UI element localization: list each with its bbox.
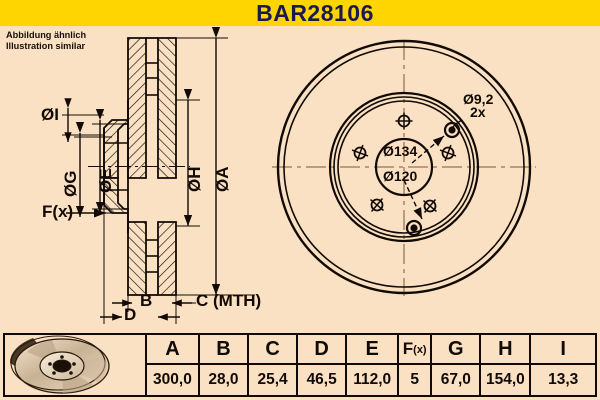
center-bore-circle [374,137,434,197]
table-header-f: F(x) [399,335,431,365]
disc-outer-circle [276,39,532,295]
table-column-i: I 13,3 [531,335,595,395]
table-header-c: C [248,335,297,365]
label-hole-dia: Ø9,2 [463,91,494,107]
label-f-x: F(x) [42,202,74,221]
hat-ring-inner [337,100,471,234]
table-header-f-sub: (x) [413,344,427,356]
label-hole-count: 2x [470,104,486,120]
label-dia-i: ØI [41,105,59,124]
table-header-i: I [531,335,595,365]
dimension-dia-a [176,26,255,296]
specification-table: A 300,0 B 28,0 C 25,4 D 46,5 E 112,0 F(x… [3,333,597,397]
table-value-h: 154,0 [485,371,525,388]
leader-dia-120 [403,179,423,220]
disc-section-upper [127,37,177,179]
face-view [272,39,536,296]
table-header-h: H [481,335,530,365]
brake-disc-thumbnail [5,335,147,395]
table-value-i: 13,3 [548,371,579,388]
hat-ring-outer [328,91,480,243]
table-header-d: D [298,335,346,365]
label-dia-h: ØH [185,166,204,193]
table-column-a: A 300,0 [147,335,200,395]
table-value-e: 112,0 [353,371,392,388]
table-header-b: B [199,335,247,365]
disc-section-lower [127,221,177,296]
label-bolt-circle: Ø134 [383,143,418,159]
table-value-c: 25,4 [257,371,288,388]
table-column-c: C 25,4 [248,335,299,395]
label-dia-a: ØA [213,166,232,193]
table-value-g: 67,0 [440,371,471,388]
table-header-f-main: F [402,339,414,358]
label-dia-g: ØG [61,170,80,197]
label-b: B [140,291,153,310]
table-value-d: 46,5 [306,371,337,388]
wheel-bolt-holes [351,112,457,213]
header-banner [0,0,600,26]
cross-section-view [62,26,255,324]
threaded-holes-9-2 [405,121,461,237]
table-header-a: A [147,335,198,365]
table-column-b: B 28,0 [199,335,249,395]
illustration-similar-note: Abbildung ähnlich Illustration similar [6,30,87,51]
label-d: D [124,305,137,324]
leader-dia-9-2 [451,119,463,129]
dimension-dia-h [176,88,200,227]
table-value-b: 28,0 [208,371,239,388]
table-column-h: H 154,0 [481,335,532,395]
label-c-mth: C (MTH) [196,291,262,310]
table-value-f: 5 [410,371,419,388]
table-column-e: E 112,0 [347,335,400,395]
disc-outer-inner-circle [283,46,525,288]
table-column-d: D 46,5 [298,335,348,395]
table-header-g: G [432,335,480,365]
label-center-bore: Ø120 [383,168,418,184]
dimension-d [100,205,180,324]
table-column-f: F(x) 5 [399,335,433,395]
part-number-title: BAR28106 [256,0,374,26]
label-dia-e: ØE [96,168,115,193]
table-header-e: E [347,335,398,365]
leader-dia-134 [411,135,445,164]
hat-ring-middle [333,96,475,238]
table-columns: A 300,0 B 28,0 C 25,4 D 46,5 E 112,0 F(x… [147,335,595,395]
table-value-a: 300,0 [153,371,192,388]
table-column-g: G 67,0 [432,335,482,395]
